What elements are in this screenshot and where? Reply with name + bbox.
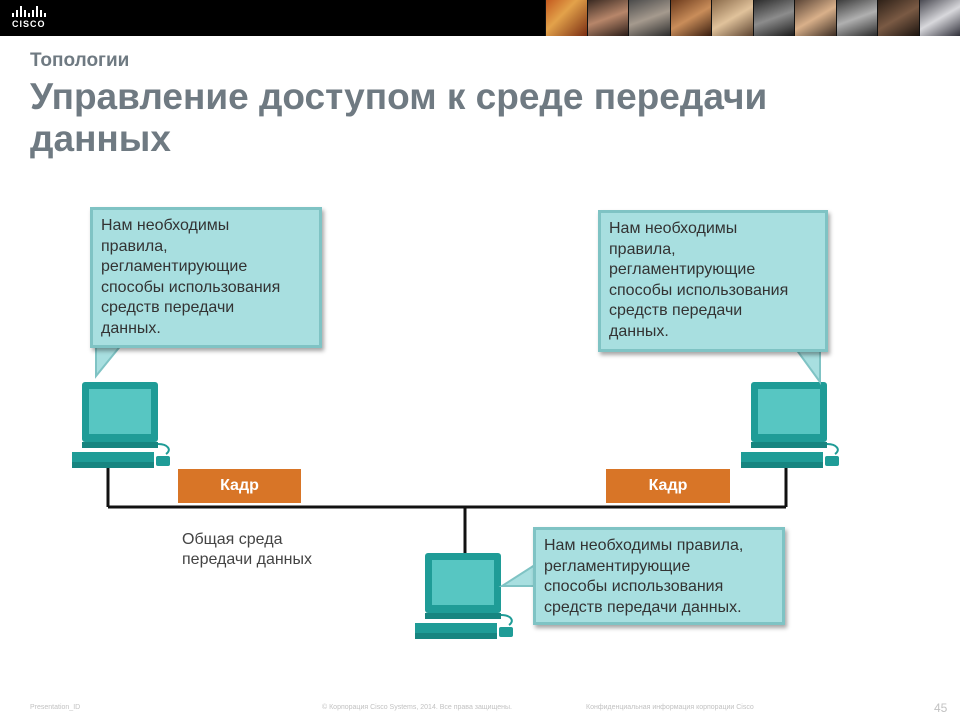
header-photo	[711, 0, 753, 36]
callout-bubble-bottom: Нам необходимы правила, регламентирующие…	[533, 527, 785, 625]
header-photo	[794, 0, 836, 36]
page-number: 45	[934, 701, 948, 715]
top-banner: CISCO	[0, 0, 960, 36]
callout-text-bottom: Нам необходимы правила, регламентирующие…	[544, 537, 744, 616]
computer-icon-bottom	[415, 553, 513, 639]
shared-medium-cable	[106, 468, 788, 555]
cisco-logo: CISCO	[12, 6, 58, 30]
frame-label-left: Кадр	[178, 469, 301, 503]
header-photo	[918, 0, 960, 36]
header-photo	[669, 0, 711, 36]
callout-pointer-right	[794, 348, 821, 386]
header-photo	[835, 0, 877, 36]
callout-bubble-left: Нам необходимы правила, регламентирующие…	[90, 207, 322, 348]
shared-medium-label: Общая среда передачи данных	[182, 531, 313, 568]
cisco-logo-text: CISCO	[12, 19, 46, 29]
header-photo	[628, 0, 670, 36]
footer-presentation-id: Presentation_ID	[30, 704, 81, 711]
callout-bubble-right: Нам необходимы правила, регламентирующие…	[598, 210, 828, 352]
header-photo	[586, 0, 628, 36]
cisco-logo-bars-icon	[12, 6, 58, 17]
footer-confidential: Конфиденциальная информация корпорации C…	[586, 704, 754, 711]
header-photo	[545, 0, 587, 36]
header-photo-strip	[545, 0, 960, 36]
computer-icon-left	[72, 382, 170, 468]
header-photo	[752, 0, 794, 36]
callout-text-right: Нам необходимы правила, регламентирующие…	[609, 220, 789, 340]
section-label: Топологии	[30, 50, 130, 71]
computer-icon-right	[741, 382, 839, 468]
frame-label-right: Кадр	[606, 469, 730, 503]
callout-text-left: Нам необходимы правила, регламентирующие…	[101, 217, 281, 337]
header-photo	[877, 0, 919, 36]
callout-pointer-left	[95, 343, 125, 379]
slide-title: Управление доступом к среде передачи дан…	[30, 76, 768, 159]
footer-copyright: © Корпорация Cisco Systems, 2014. Все пр…	[322, 704, 512, 711]
